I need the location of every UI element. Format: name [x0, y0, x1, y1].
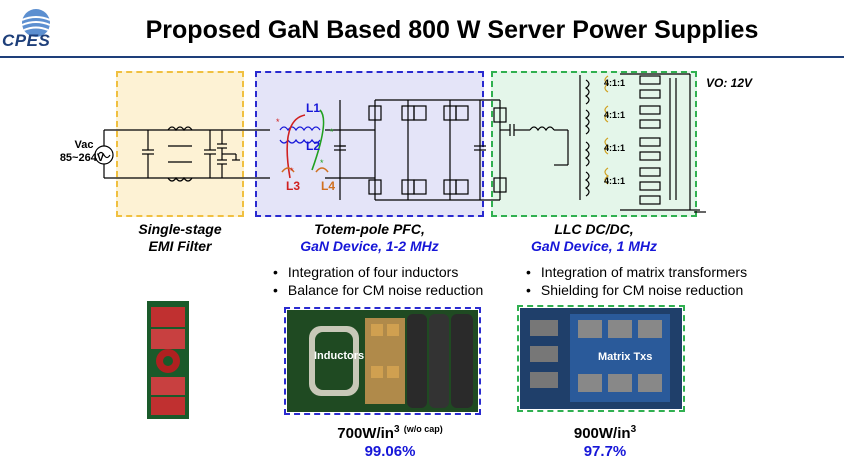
emi-filter-photo: [147, 301, 189, 419]
pfc-bullet-item: Balance for CM noise reduction: [273, 281, 483, 299]
llc-efficiency: 97.7%: [583, 443, 627, 460]
emi-stage-subtitle: EMI Filter: [148, 238, 212, 254]
output-voltage-label: VO: 12V: [706, 76, 753, 90]
logo-text: CPES: [2, 31, 51, 50]
svg-text:*: *: [320, 158, 324, 168]
inductor-l2-label: L2: [306, 139, 321, 153]
cpes-logo-icon: [21, 9, 51, 37]
pfc-board-photo: [287, 310, 478, 412]
transformer-ratio-3: 4:1:1: [604, 143, 626, 153]
llc-block: [491, 71, 697, 217]
transformer-ratio-1: 4:1:1: [604, 78, 626, 88]
llc-photo-tag: Matrix Txs: [598, 351, 653, 363]
llc-bullet-list: Integration of matrix transformers Shiel…: [526, 263, 747, 299]
inductor-l4-label: L4: [321, 179, 336, 193]
title-divider: [0, 56, 844, 58]
pfc-photo-tag: Inductors: [314, 350, 365, 362]
transformer-ratio-2: 4:1:1: [604, 110, 626, 120]
inductor-l3-label: L3: [286, 179, 301, 193]
pfc-efficiency: 99.06%: [364, 443, 416, 460]
pfc-bullet-list: Integration of four inductors Balance fo…: [273, 263, 483, 299]
circuit-schematic: * * * *: [94, 73, 706, 213]
emi-stage-title: Single-stage: [138, 221, 222, 237]
pfc-power-density: 700W/in3 (w/o cap): [337, 424, 443, 442]
llc-power-density: 900W/in3: [573, 424, 637, 442]
llc-stage-title: LLC DC/DC,: [554, 221, 634, 237]
transformer-ratio-4: 4:1:1: [604, 176, 626, 186]
pfc-bullet-item: Integration of four inductors: [273, 263, 483, 281]
svg-text:*: *: [290, 166, 294, 176]
llc-board-photo: [520, 308, 682, 409]
svg-text:*: *: [330, 127, 334, 137]
llc-stage-subtitle: GaN Device, 1 MHz: [530, 238, 658, 254]
svg-text:*: *: [276, 117, 280, 127]
vac-range-label: 85~264V: [59, 152, 105, 164]
inductor-l1-label: L1: [306, 101, 321, 115]
pfc-stage-title: Totem-pole PFC,: [314, 221, 425, 237]
pfc-board-photo-frame: [284, 307, 481, 415]
llc-bullet-item: Shielding for CM noise reduction: [526, 281, 747, 299]
page-title: Proposed GaN Based 800 W Server Power Su…: [145, 16, 759, 44]
llc-board-photo-frame: [517, 305, 685, 412]
llc-bullet-item: Integration of matrix transformers: [526, 263, 747, 281]
pfc-stage-subtitle: GaN Device, 1-2 MHz: [300, 238, 439, 254]
vac-label: Vac: [74, 139, 94, 151]
